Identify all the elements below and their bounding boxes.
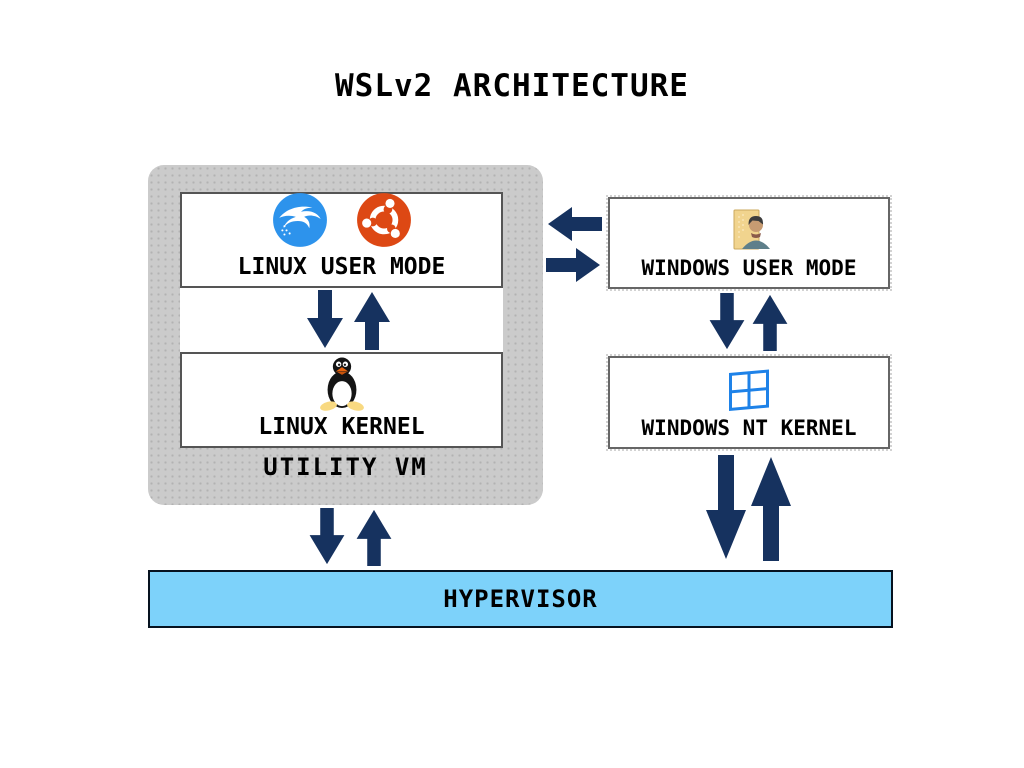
windows-nt-kernel-box: WINDOWS NT KERNEL [606,354,892,451]
windows-user-mode-label: WINDOWS USER MODE [641,255,857,280]
linux-user-mode-label: LINUX USER MODE [237,253,446,280]
linux-kernel-label: LINUX KERNEL [258,413,425,440]
page-title: WSLv2 ARCHITECTURE [335,68,689,104]
arrow-up-windows-nt-kernel-to-user-icon [748,293,792,351]
windows-nt-kernel-label: WINDOWS NT KERNEL [641,415,857,440]
arrow-down-nt-kernel-to-hypervisor-icon [703,455,749,561]
arrow-left-windows-to-linux-icon [546,205,602,243]
arrow-up-linux-kernel-to-user-icon [350,290,394,350]
windows-user-mode-box: WINDOWS USER MODE [606,195,892,291]
linux-kernel-box: LINUX KERNEL [180,352,503,448]
kali-linux-icon [271,191,329,253]
arrow-right-linux-to-windows-icon [546,246,602,284]
tux-penguin-icon [317,355,367,415]
utility-vm-label: UTILITY VM [263,453,428,481]
utility-vm-container: LINUX USER MODE [148,165,543,505]
linux-user-mode-box: LINUX USER MODE [180,192,503,288]
arrow-up-hypervisor-to-utility-vm-icon [352,508,396,566]
windows-logo-icon [725,365,773,417]
arrow-up-hypervisor-to-nt-kernel-icon [748,455,794,561]
user-folder-icon [724,205,774,257]
linux-panel: LINUX USER MODE [180,192,503,448]
hypervisor-label: HYPERVISOR [443,585,598,613]
arrow-down-windows-user-to-nt-kernel-icon [705,293,749,351]
arrow-down-linux-user-to-kernel-icon [303,290,347,350]
hypervisor-bar: HYPERVISOR [148,570,893,628]
ubuntu-icon [355,191,413,253]
linux-distro-icons [271,191,413,253]
arrow-down-utility-vm-to-hypervisor-icon [305,508,349,566]
